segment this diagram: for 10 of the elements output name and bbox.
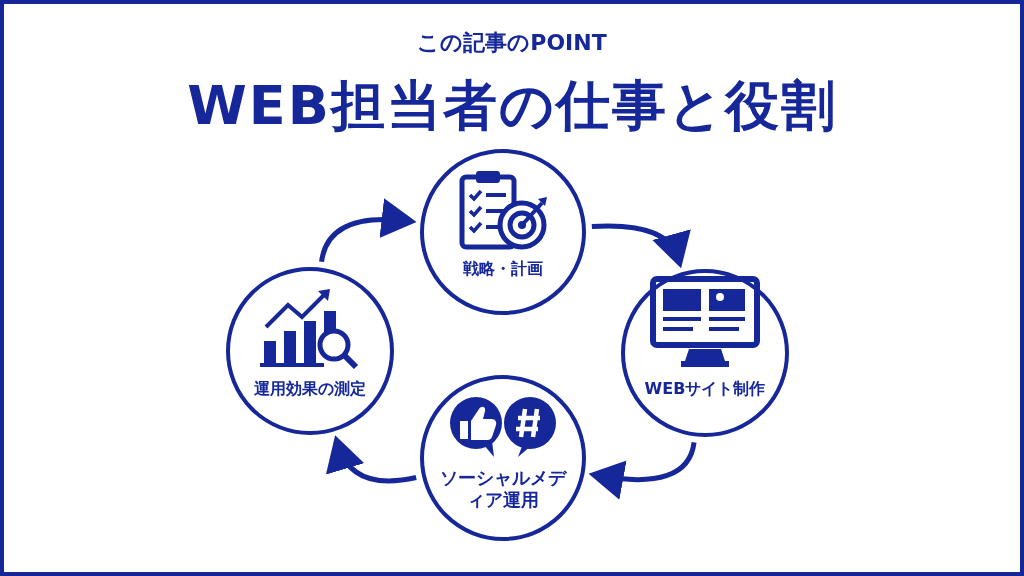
cycle-arrow [591,223,689,269]
step-label: 戦略・計画 [463,259,543,279]
step-label: 運用効果の測定 [254,379,366,399]
subtitle-text: この記事のPOINT [417,29,607,57]
title-text: WEB担当者の仕事と役割 [187,73,837,139]
step-label: WEBサイト制作 [644,379,766,399]
cycle-arrow [319,198,417,263]
cycle-arrow [327,435,417,484]
step-label: ソーシャルメディア運用 [439,467,568,511]
cycle-arrow [588,441,697,500]
